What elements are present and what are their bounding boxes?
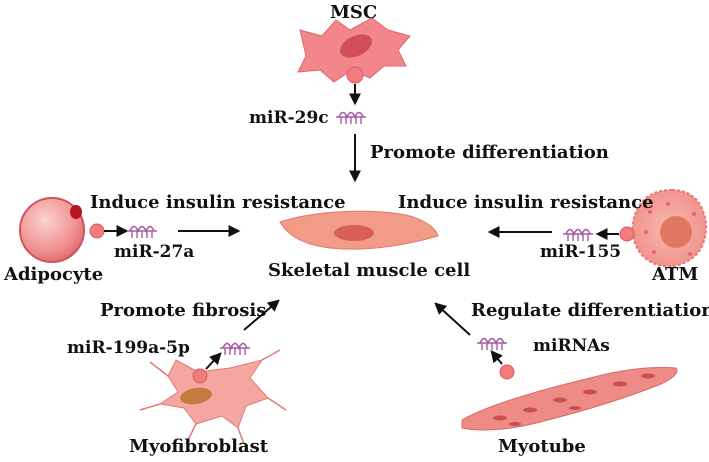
atm-vesicle-icon: [619, 226, 635, 242]
myofibroblast-to-muscle-arrow: [243, 299, 280, 331]
mir199-mirna-icon: [219, 342, 251, 356]
adipocyte-vesicle-icon: [89, 223, 105, 239]
atm-cell-icon: [631, 188, 708, 268]
mir155-mirna-icon: [562, 228, 594, 242]
promote-fibrosis-label: Promote fibrosis: [100, 300, 267, 321]
mir155-label: miR-155: [540, 242, 622, 262]
skeletal-muscle-cell-label: Skeletal muscle cell: [268, 260, 471, 281]
myofibroblast-label: Myofibroblast: [129, 436, 269, 457]
mir29c-label: miR-29c: [249, 108, 329, 128]
msc-vesicle-icon: [346, 66, 364, 84]
skeletal-muscle-cell-icon: [279, 210, 439, 250]
myofibroblast-release-arrow: [205, 352, 222, 370]
mir29c-mirna-icon: [335, 111, 367, 125]
myotube-label: Myotube: [498, 436, 586, 457]
myofibroblast-vesicle-icon: [192, 368, 208, 384]
promote-differentiation-label: Promote differentiation: [370, 142, 609, 163]
atm-label: ATM: [652, 264, 699, 285]
adipocyte-label: Adipocyte: [4, 264, 104, 285]
induce-insulin-resistance-left-label: Induce insulin resistance: [90, 192, 346, 213]
myofibroblast-cell-icon: [139, 349, 287, 445]
myotube-cell-icon: [461, 367, 678, 431]
mir27a-mirna-icon: [126, 225, 158, 239]
regulate-differentiation-label: Regulate differentiation: [471, 300, 709, 321]
mir199a-5p-label: miR-199a-5p: [67, 338, 190, 358]
adipocyte-cell-icon: [19, 197, 85, 263]
mirnas-label: miRNAs: [533, 336, 610, 356]
myotube-to-muscle-arrow: [434, 302, 471, 336]
msc-cell-icon: [297, 17, 411, 83]
msc-label: MSC: [330, 2, 378, 23]
myotube-release-arrow: [490, 350, 503, 365]
mir27a-label: miR-27a: [114, 242, 195, 262]
induce-insulin-resistance-right-label: Induce insulin resistance: [398, 192, 654, 213]
mirnas-mirna-icon: [476, 337, 508, 351]
myotube-vesicle-icon: [499, 364, 515, 380]
